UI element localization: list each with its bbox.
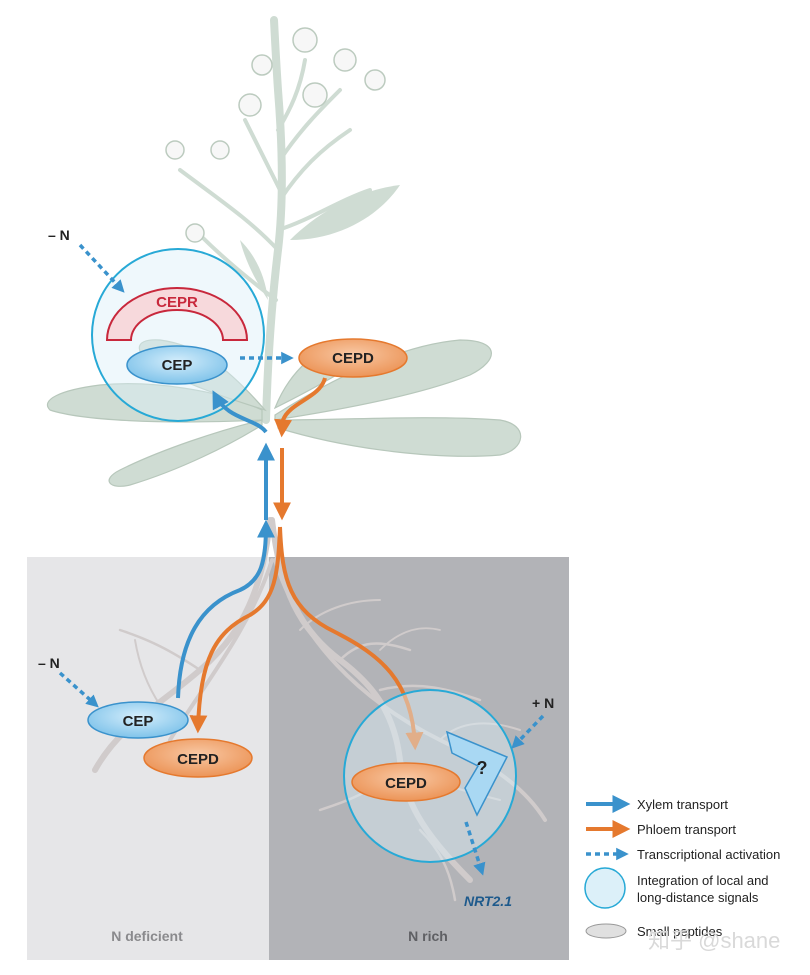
phloem-arrow-root-right (278, 526, 424, 751)
legend-integration-label: Integration of local and (637, 873, 769, 888)
xylem-arrow-shoot (212, 390, 268, 434)
watermark: 知乎 @shane (648, 928, 780, 953)
phloem-arrow-root-left (189, 526, 282, 734)
unknown-receptor-shape (445, 730, 509, 817)
plus-n-label: + N (532, 695, 554, 711)
plant-shoot (47, 16, 522, 487)
minus-n-top-arrow (78, 243, 125, 293)
cepd-root-right-ellipse (351, 762, 461, 802)
phloem-arrow-shoot (274, 377, 327, 438)
legend-phloem-label: Phloem transport (637, 822, 736, 837)
cepd-shoot-ellipse (298, 338, 408, 378)
legend-peptide-ellipse (585, 923, 627, 939)
cep-root-label: CEP (123, 713, 154, 730)
shoot-integration-circle (91, 248, 265, 422)
minus-n-left-label: – N (38, 655, 60, 671)
cep-shoot-ellipse (126, 345, 228, 385)
legend-xylem-label: Xylem transport (637, 797, 728, 812)
legend: Xylem transport Phloem transport Transcr… (584, 795, 780, 939)
n-deficient-label: N deficient (111, 928, 183, 944)
cepd-root-right-label: CEPD (385, 775, 427, 792)
n-rich-label: N rich (408, 928, 448, 944)
cepr-receptor (105, 287, 249, 341)
legend-integration-label-2: long-distance signals (637, 890, 759, 905)
cepr-label: CEPR (156, 294, 198, 311)
legend-transcriptional-label: Transcriptional activation (637, 847, 780, 862)
cepd-shoot-label: CEPD (332, 350, 374, 367)
cepd-root-left-label: CEPD (177, 751, 219, 768)
nrt-label: NRT2.1 (464, 893, 512, 909)
xylem-arrow-root (176, 519, 275, 699)
cep-shoot-label: CEP (162, 357, 193, 374)
legend-integration-circle (584, 867, 626, 909)
cepd-root-left-ellipse (143, 738, 253, 778)
minus-n-top-label: – N (48, 227, 70, 243)
cep-root-ellipse (87, 701, 189, 739)
minus-n-left-arrow (58, 671, 99, 708)
legend-peptide-label: Small peptides (637, 924, 723, 939)
unknown-receptor-label: ? (477, 758, 488, 778)
plus-n-arrow (511, 714, 545, 749)
